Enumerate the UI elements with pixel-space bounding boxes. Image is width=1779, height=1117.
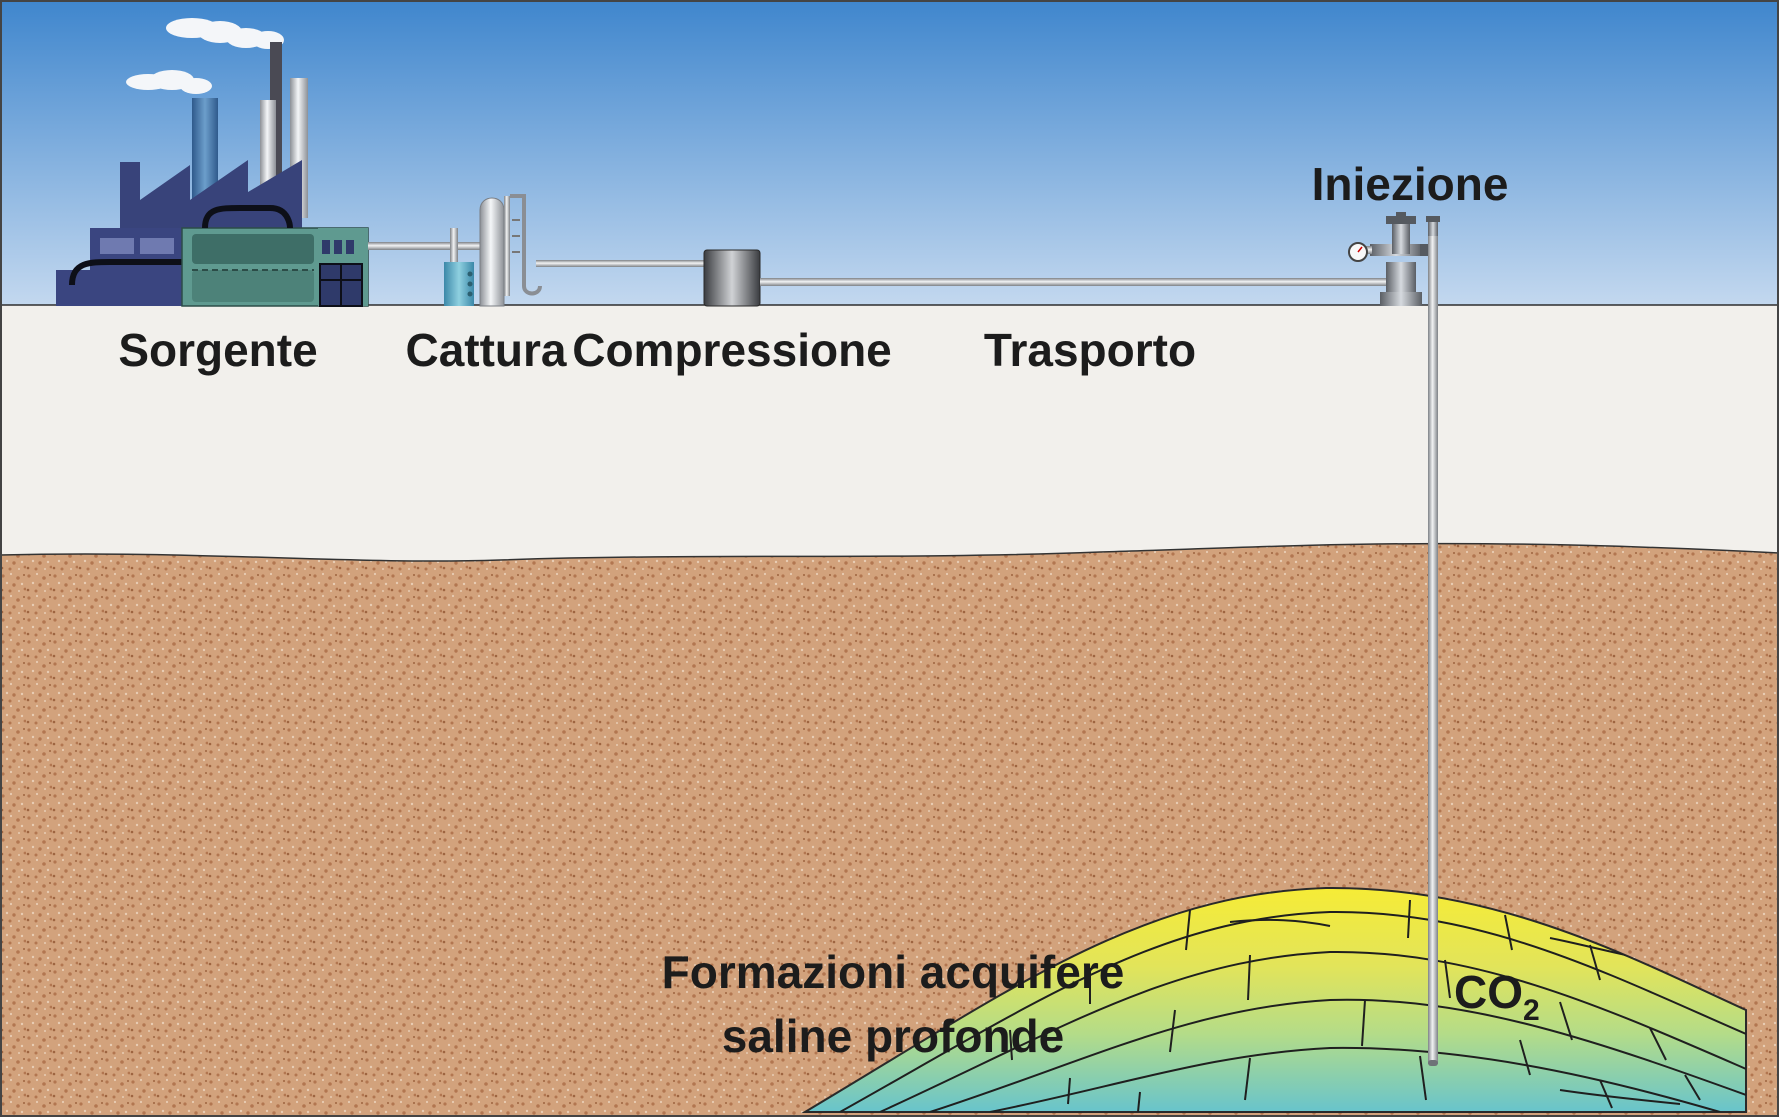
injection-wellhead [1348, 212, 1440, 306]
smoke-cloud [126, 18, 284, 94]
label-capture: Cattura [405, 324, 566, 376]
pipe-source-capture [368, 242, 488, 250]
label-formation-line1: Formazioni acquifere [662, 946, 1125, 998]
label-formation-line2: saline profonde [722, 1010, 1064, 1062]
capture-unit [444, 194, 542, 307]
saline-aquifer [801, 886, 1747, 1113]
label-co2-subscript: 2 [1523, 994, 1540, 1027]
compressor-unit [703, 249, 761, 307]
soil-top-line [0, 542, 1779, 562]
label-injection: Iniezione [1312, 158, 1509, 210]
well-pipe-tip [1428, 1060, 1438, 1066]
power-plant [56, 18, 369, 307]
surface-layer [0, 305, 1779, 567]
injection-well-pipe [1428, 236, 1438, 1064]
pipe-capture-compressor [536, 260, 706, 267]
label-source: Sorgente [118, 324, 317, 376]
transport-pipeline [760, 278, 1386, 286]
label-co2-main: CO [1454, 966, 1523, 1018]
label-co2: CO2 [1454, 966, 1540, 1027]
label-compression: Compressione [572, 324, 892, 376]
label-transport: Trasporto [984, 324, 1196, 376]
